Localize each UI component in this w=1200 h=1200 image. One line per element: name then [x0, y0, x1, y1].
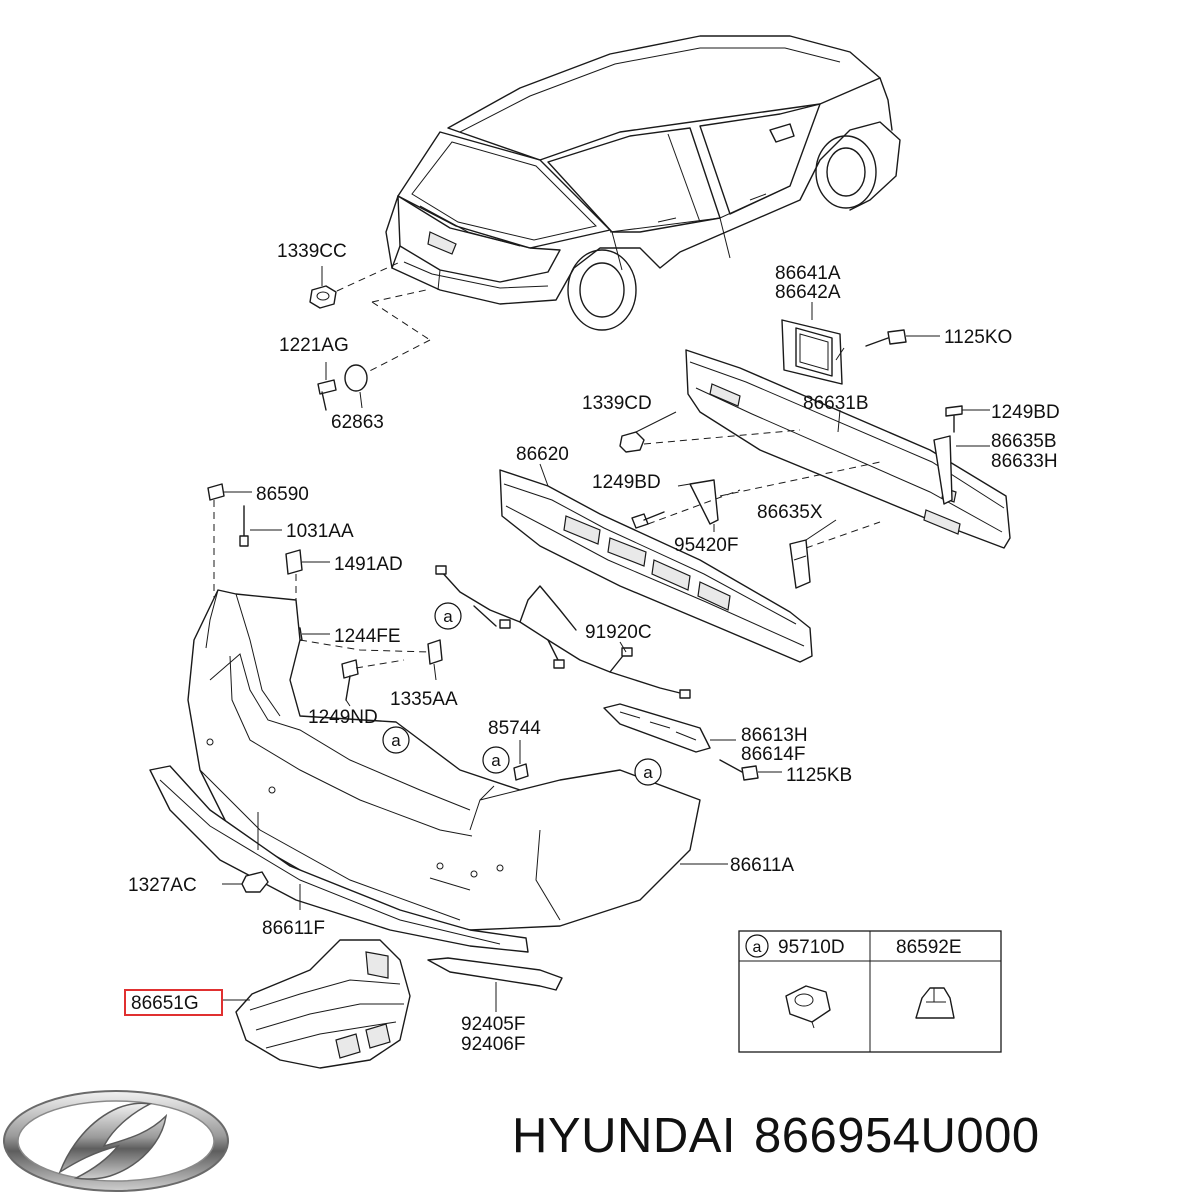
callout-a-1: a [434, 602, 462, 630]
beam-86631b [685, 349, 1011, 549]
svg-text:a: a [753, 939, 762, 956]
label-1327ac: 1327AC [128, 875, 197, 896]
label-1249bd-right: 1249BD [991, 402, 1060, 423]
brand-name: HYUNDAI [512, 1109, 737, 1163]
label-86651g: 86651G [131, 993, 199, 1014]
label-86641a: 86641A [775, 263, 841, 284]
retainer-clip-icon [915, 987, 955, 1019]
bracket-86635x [789, 519, 837, 589]
bracket-86635b [933, 435, 990, 505]
bumper-cover-86611a [187, 589, 728, 931]
callout-a-4: a [634, 758, 662, 786]
label-86611f: 86611F [262, 918, 325, 939]
legend-table: a 95710D 86592E [738, 930, 1002, 1053]
bolt-1221ag [317, 362, 337, 411]
label-1125ko: 1125KO [944, 327, 1012, 348]
label-86633h: 86633H [991, 451, 1058, 472]
moulding-92405f [427, 957, 563, 1012]
label-1249bd-middle: 1249BD [592, 472, 661, 493]
absorber-86620 [499, 463, 813, 663]
bracket-86613h [603, 703, 736, 753]
label-86631b: 86631B [803, 393, 869, 414]
undercover-86651g [222, 939, 411, 1069]
label-95420f: 95420F [674, 535, 738, 556]
svg-text:a: a [391, 731, 401, 750]
callout-a-3: a [482, 746, 510, 774]
label-85744: 85744 [488, 718, 541, 739]
label-1339cc: 1339CC [277, 241, 347, 262]
label-1339cd: 1339CD [582, 393, 652, 414]
label-86635x: 86635X [757, 502, 823, 523]
hyundai-logo [3, 1090, 229, 1192]
part-number: 866954U000 [754, 1109, 1040, 1163]
brand-part-number: HYUNDAI 866954U000 [512, 1108, 1058, 1164]
highlight-box [124, 989, 223, 1016]
label-86642a: 86642A [775, 282, 841, 303]
label-92406f: 92406F [461, 1034, 525, 1055]
label-62863: 62863 [331, 412, 384, 433]
diffuser-86611f [149, 765, 529, 953]
label-91920c: 91920C [585, 622, 652, 643]
svg-text:a: a [491, 751, 501, 770]
bolt-1249nd [341, 659, 359, 707]
label-1125kb: 1125KB [786, 765, 852, 786]
label-1221ag: 1221AG [279, 335, 349, 356]
bolt-1249bd-middle [631, 483, 691, 529]
label-86611a: 86611A [730, 855, 794, 876]
parking-sensor-icon [785, 985, 831, 1029]
plug-62863 [344, 364, 368, 409]
svg-text:a: a [643, 763, 653, 782]
stud-1031aa [239, 505, 282, 547]
label-1244fe: 1244FE [334, 626, 401, 647]
nut-1327ac [222, 871, 269, 893]
bolt-1125ko [865, 329, 940, 347]
label-86613h: 86613H [741, 725, 808, 746]
label-1491ad: 1491AD [334, 554, 403, 575]
bracket-86641a [781, 302, 845, 385]
callout-a-2: a [382, 726, 410, 754]
clip-85744 [513, 740, 529, 781]
bolt-1125kb [719, 759, 782, 781]
svg-text:a: a [443, 607, 453, 626]
nut-1339cd [619, 411, 677, 453]
clip-86590 [207, 483, 252, 624]
label-1249nd: 1249ND [308, 707, 378, 728]
bracket-95420f [689, 479, 719, 532]
label-1335aa: 1335AA [390, 689, 458, 710]
harness-91920c [435, 565, 691, 699]
label-86614f: 86614F [741, 744, 805, 765]
car-illustration [385, 35, 901, 331]
nut-1339cc [309, 266, 337, 309]
label-86590: 86590 [256, 484, 309, 505]
label-86620: 86620 [516, 444, 569, 465]
bolt-1249bd-right [945, 405, 990, 433]
label-92405f: 92405F [461, 1014, 525, 1035]
label-1031aa: 1031AA [286, 521, 354, 542]
label-86635b: 86635B [991, 431, 1057, 452]
legend-col-95710d: 95710D [778, 937, 845, 958]
legend-col-86592e: 86592E [896, 937, 962, 958]
clip-1335aa [427, 639, 443, 681]
